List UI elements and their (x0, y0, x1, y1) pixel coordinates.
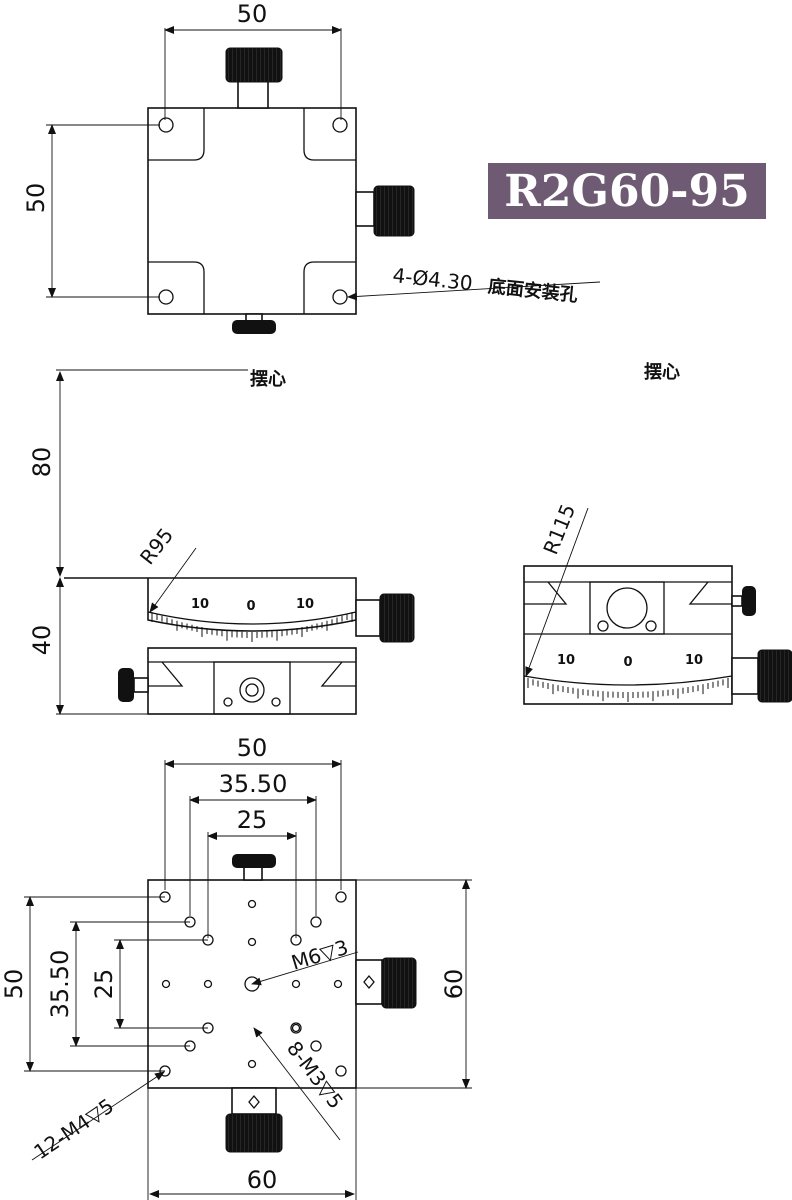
threaded-hole (247, 899, 257, 909)
scale-label-left-right: 10 (557, 653, 575, 668)
hole-pattern (159, 891, 347, 1077)
radius-label-right: R115 (538, 501, 580, 558)
pivot-center-label: 摆心 (250, 368, 286, 390)
threaded-hole (290, 1022, 302, 1034)
top-height-dim: 50 (22, 183, 50, 214)
bottom-left-50: 50 (0, 969, 28, 1000)
threaded-hole (203, 979, 213, 989)
side-view-left: 摆心 80 40 10 0 10 R95 (28, 368, 415, 715)
bottom-left-35-5: 35.50 (46, 950, 74, 1019)
threaded-hole (310, 1040, 322, 1052)
scale-label-zero: 0 (246, 599, 255, 614)
adjust-knob-icon (355, 957, 417, 1009)
angle-scale-right (527, 678, 729, 702)
side-view-right: 摆心 10 0 10 R115 (523, 361, 792, 705)
threaded-hole (335, 891, 347, 903)
lock-knob-icon (118, 668, 149, 702)
radius-label: R95 (135, 523, 178, 569)
lock-knob-icon (731, 586, 756, 616)
top-view: 50 50 4-Ø4.30 底面安装孔 (22, 0, 601, 334)
pivot-center-label-right: 摆心 (644, 361, 680, 383)
threaded-hole (291, 1023, 301, 1033)
model-label-text: R2G60-95 (504, 166, 749, 217)
threaded-hole (310, 916, 322, 928)
adjust-knob-icon (731, 649, 792, 703)
hole-note-desc: 底面安装孔 (487, 275, 579, 306)
threaded-hole (247, 1059, 257, 1069)
threaded-hole (247, 937, 257, 947)
lower-base-body (147, 647, 357, 715)
bottom-left-25: 25 (90, 969, 118, 1000)
scale-label-left: 10 (191, 597, 209, 612)
body-height-dim: 40 (28, 625, 56, 656)
threaded-hole (161, 979, 171, 989)
hole-note-size: 4-Ø4.30 (391, 263, 473, 295)
bottom-dim-50: 50 (237, 734, 268, 762)
threaded-hole (291, 979, 301, 989)
mounting-hole (332, 289, 348, 305)
angle-scale (151, 612, 353, 642)
adjust-knob-icon (225, 47, 283, 109)
model-label: R2G60-95 (488, 163, 766, 219)
mounting-hole (332, 117, 348, 133)
right-view-body (523, 565, 733, 705)
model-label-bg (488, 163, 766, 219)
bottom-view: 50 35.50 25 50 35.50 25 60 60 (0, 734, 472, 1200)
pivot-height-dim: 80 (28, 447, 56, 478)
top-view-body (147, 107, 357, 315)
threaded-hole (333, 979, 343, 989)
bottom-dim-25: 25 (237, 806, 268, 834)
threaded-hole (335, 1065, 347, 1077)
upper-arc-body (64, 577, 357, 632)
adjust-knob-icon (225, 1087, 283, 1153)
bottom-dim-60: 60 (247, 1166, 278, 1194)
adjust-knob-icon (355, 593, 415, 643)
scale-label-right-right: 10 (685, 653, 703, 668)
bottom-right-60: 60 (440, 969, 468, 1000)
scale-label-zero-right: 0 (623, 655, 632, 670)
bottom-dim-35-5: 35.50 (219, 770, 288, 798)
adjust-knob-icon (355, 185, 415, 237)
lock-knob-icon (232, 313, 276, 334)
lock-knob-icon (232, 854, 276, 881)
top-width-dim: 50 (237, 0, 268, 28)
scale-label-right: 10 (296, 597, 314, 612)
note-m4: 12-M4▽5 (29, 1093, 118, 1164)
